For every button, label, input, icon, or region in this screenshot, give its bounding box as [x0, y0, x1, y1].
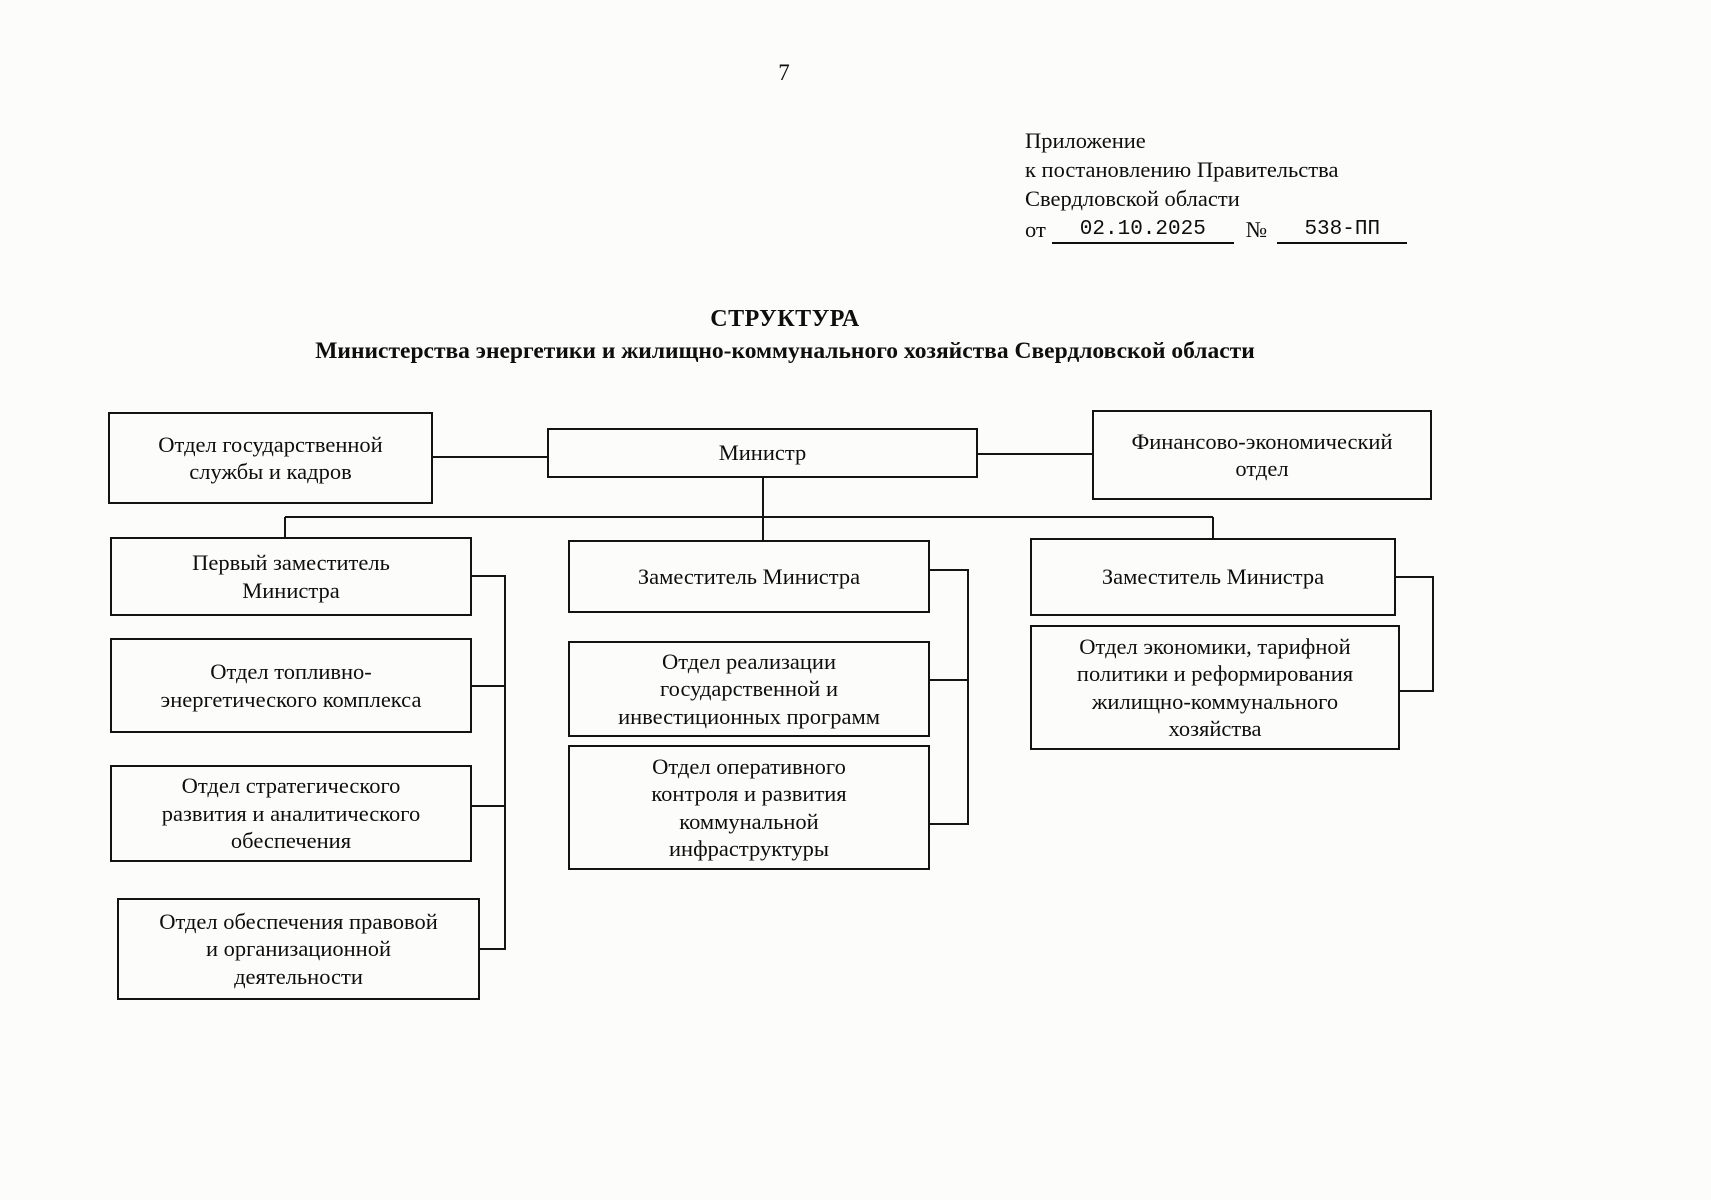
org-box-first-deputy: Первый заместитель Министра [110, 537, 472, 616]
appendix-block: Приложение к постановлению Правительства… [1025, 126, 1408, 244]
document-number: 538-ПП [1277, 217, 1408, 244]
org-box-deputy-2: Заместитель Министра [568, 540, 930, 613]
org-box-minister: Министр [547, 428, 978, 478]
page-number: 7 [778, 60, 790, 85]
appendix-line-1: Приложение [1025, 128, 1146, 153]
appendix-line-2: к постановлению Правительства [1025, 157, 1339, 182]
org-box-strategic-dev-dept: Отдел стратегического развития и аналити… [110, 765, 472, 862]
org-box-operational-control-dept: Отдел оперативного контроля и развития к… [568, 745, 930, 870]
from-label: от [1025, 217, 1046, 242]
org-box-civil-service-dept: Отдел государственной службы и кадров [108, 412, 433, 504]
document-subtitle: Министерства энергетики и жилищно-коммун… [315, 338, 1255, 364]
appendix-line-3: Свердловской области [1025, 186, 1240, 211]
number-sign: № [1245, 217, 1268, 242]
document-title: СТРУКТУРА [710, 306, 860, 332]
org-box-deputy-3: Заместитель Министра [1030, 538, 1396, 616]
org-box-state-programs-dept: Отдел реализации государственной и инвес… [568, 641, 930, 737]
org-box-economics-tariff-dept: Отдел экономики, тарифной политики и реф… [1030, 625, 1400, 750]
org-box-fuel-energy-dept: Отдел топливно- энергетического комплекс… [110, 638, 472, 733]
org-box-legal-org-dept: Отдел обеспечения правовой и организацио… [117, 898, 480, 1000]
org-box-finance-dept: Финансово-экономический отдел [1092, 410, 1432, 500]
document-date: 02.10.2025 [1051, 217, 1234, 244]
